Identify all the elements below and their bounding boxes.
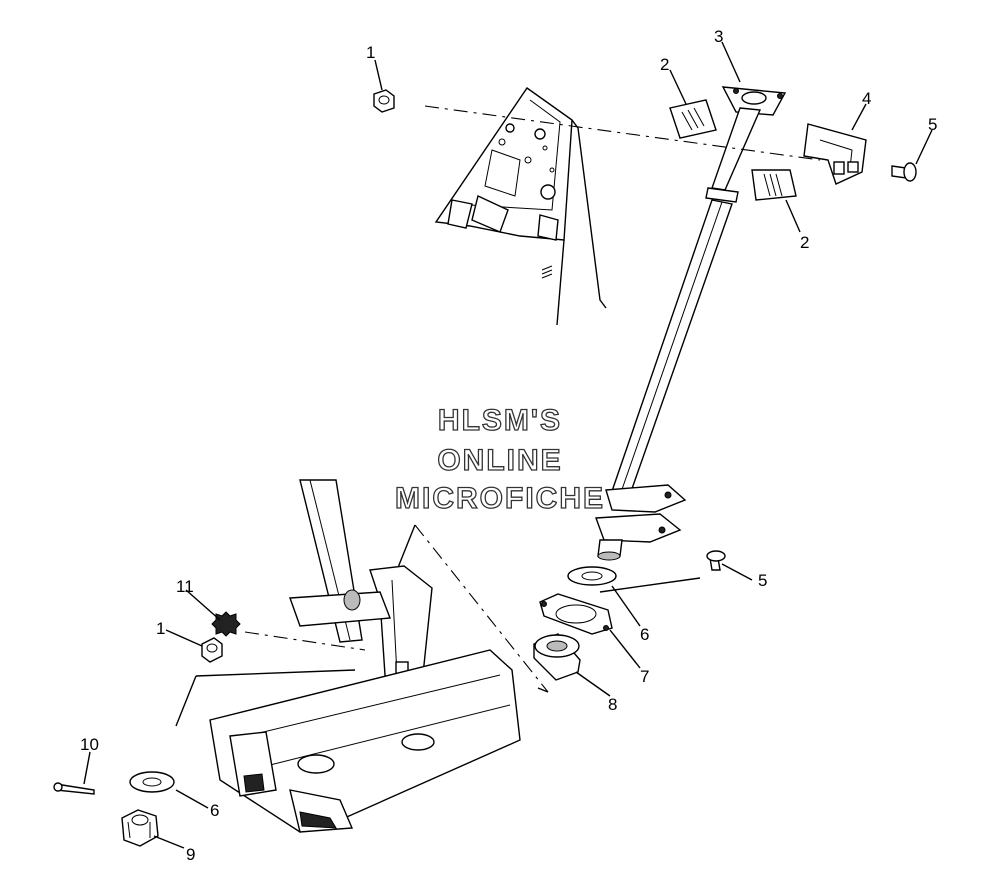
castle-nut xyxy=(121,809,159,847)
callout-9: 9 xyxy=(186,845,195,864)
upper-bracket-plate xyxy=(434,87,607,326)
watermark-line-3: MICROFICHE xyxy=(395,482,605,515)
callout-2-lower: 2 xyxy=(800,233,809,252)
watermark-line-1: HLSM'S xyxy=(438,404,562,437)
callout-11: 11 xyxy=(176,577,194,596)
star-washer xyxy=(211,611,241,637)
callout-4: 4 xyxy=(862,89,871,108)
callout-1-lower: 1 xyxy=(156,619,165,638)
nut-lower xyxy=(201,637,223,663)
washer-lower xyxy=(129,771,175,793)
callout-labels: 1 2 3 4 5 2 11 1 5 6 7 8 10 6 9 xyxy=(80,27,937,864)
callout-8: 8 xyxy=(608,695,617,714)
bolt-upper xyxy=(891,162,917,182)
clamp xyxy=(803,123,867,185)
callout-7: 7 xyxy=(640,667,649,686)
washer-upper xyxy=(567,566,617,586)
bushing-upper xyxy=(669,99,717,139)
callout-6-lower: 6 xyxy=(210,801,219,820)
flange xyxy=(539,593,613,635)
nut-upper xyxy=(373,89,395,113)
callout-10: 10 xyxy=(80,735,99,754)
cotter-pin xyxy=(53,782,95,795)
callout-6-upper: 6 xyxy=(640,625,649,644)
lower-frame xyxy=(209,479,521,833)
callout-3: 3 xyxy=(714,27,723,46)
watermark-line-2: ONLINE xyxy=(437,444,562,477)
callout-2-upper: 2 xyxy=(660,55,669,74)
callout-5-lower: 5 xyxy=(758,571,767,590)
alignment-lines xyxy=(175,105,821,727)
callout-1-upper: 1 xyxy=(366,43,375,62)
leader-lines xyxy=(83,41,933,849)
bolt-lower xyxy=(706,550,726,571)
watermark: HLSM'S ONLINE MICROFICHE xyxy=(394,403,605,515)
bushing-lower xyxy=(751,169,797,201)
callout-5-upper: 5 xyxy=(928,115,937,134)
bearing xyxy=(533,633,581,681)
steering-shaft xyxy=(595,86,787,561)
